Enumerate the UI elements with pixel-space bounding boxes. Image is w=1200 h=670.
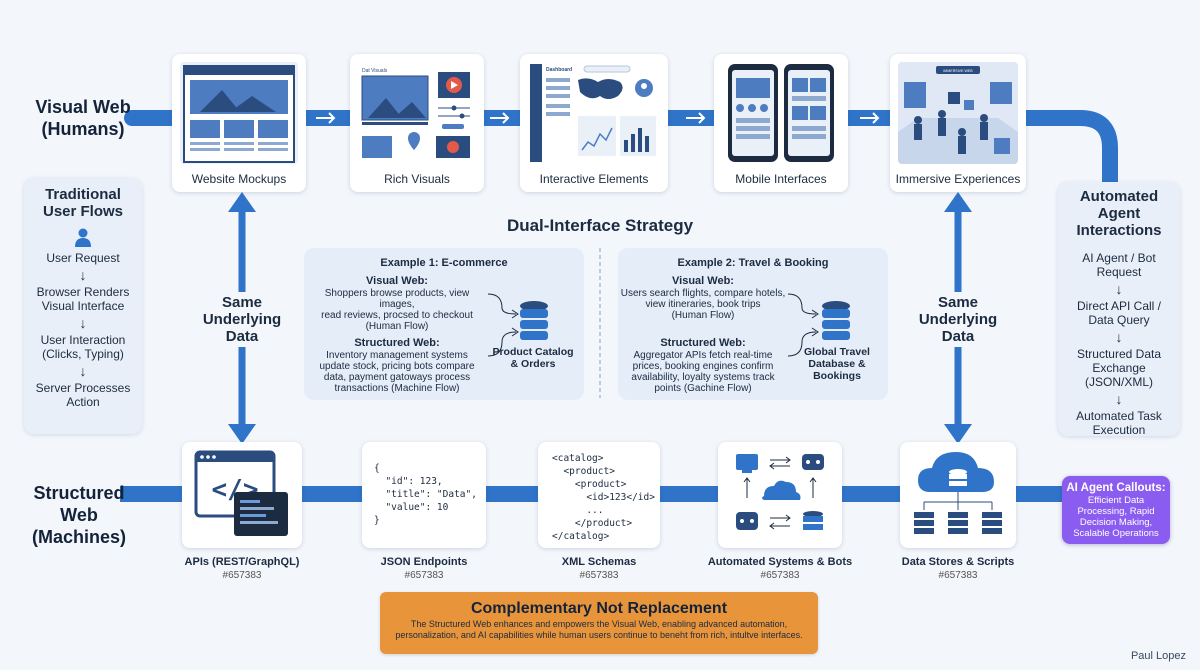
flow-step: Server Processes Action: [35, 381, 131, 409]
same-data-label-right: Same Underlying Data: [912, 292, 1004, 347]
down-arrow-icon: ↓: [1115, 391, 1123, 407]
card-caption: Interactive Elements: [539, 172, 649, 186]
example-title: Example 1: E-commerce: [380, 257, 508, 269]
callout-title: AI Agent Callouts:: [1066, 482, 1166, 494]
block-text: Aggregator APIs fetch real-time prices, …: [631, 350, 775, 394]
card-website-mockups[interactable]: Website Mockups: [172, 54, 306, 192]
immersive-illustration: IMMERSIVE WEB: [898, 62, 1018, 164]
database-label: Global Travel Database & Bookings: [804, 346, 870, 382]
card-caption: Website Mockups: [191, 172, 287, 186]
bottom-label-json: JSON Endpoints#657383: [380, 556, 468, 581]
bottom-label-xml: XML Schemas#657383: [561, 556, 637, 581]
flow-step: User Request: [46, 251, 120, 265]
flow-step: Structured Data Exchange (JSON/XML): [1076, 347, 1162, 389]
user-icon: [74, 228, 92, 248]
down-arrow-icon: ↓: [1115, 329, 1123, 345]
flow-step: Browser Renders Visual Interface: [36, 285, 130, 313]
block-text: Inventory management systems update stoc…: [319, 350, 475, 394]
automated-agent-panel: Automated Agent Interactions AI Agent / …: [1058, 182, 1180, 437]
thumb-heading: Dat Visuals: [362, 68, 388, 74]
website-mockup-illustration: [180, 62, 298, 164]
banner-title: Complementary Not Replacement: [470, 600, 728, 617]
ai-agent-callout: AI Agent Callouts: Efficient Data Proces…: [1062, 476, 1170, 544]
card-caption: Rich Visuals: [384, 172, 450, 186]
example-visual-block: Visual Web: Shoppers browse products, vi…: [306, 275, 488, 333]
flow-step: Direct API Call / Data Query: [1076, 299, 1162, 327]
structured-web-title: Structured Web (Machines): [31, 483, 127, 547]
same-data-label-left: Same Underlying Data: [196, 292, 288, 347]
mobile-illustration: [722, 62, 840, 164]
block-heading: Visual Web:: [672, 275, 734, 287]
card-interactive-elements[interactable]: Dashboard Interactive Elements: [520, 54, 668, 192]
bottom-label-apis: APIs (REST/GraphQL)#657383: [184, 556, 300, 581]
example-title: Example 2: Travel & Booking: [677, 257, 829, 269]
down-arrow-icon: ↓: [79, 267, 87, 283]
visual-web-title: Visual Web (Humans): [35, 97, 131, 139]
card-apis[interactable]: </>: [182, 442, 302, 548]
example-travel-panel: Example 2: Travel & Booking Visual Web: …: [618, 248, 888, 400]
card-caption: Immersive Experiences: [895, 172, 1021, 186]
author-signature: Paul Lopez: [1130, 650, 1186, 662]
flow-step: Automated Task Execution: [1076, 409, 1162, 437]
panel-title: Automated Agent Interactions: [1076, 188, 1162, 239]
flow-step: User Interaction (Clicks, Typing): [40, 333, 126, 361]
rich-visuals-illustration: Dat Visuals: [358, 62, 476, 164]
database-icon: [822, 301, 850, 340]
callout-text: Efficient Data Processing, Rapid Decisio…: [1073, 495, 1159, 539]
code-window-icon: </>: [194, 450, 288, 536]
card-immersive-experiences[interactable]: IMMERSIVE WEB Immersive Experiences: [890, 54, 1026, 192]
block-text: Shoppers browse products, view images, r…: [321, 288, 473, 332]
bots-network-icon: [736, 454, 824, 530]
block-heading: Structured Web:: [660, 337, 746, 349]
card-json-endpoints[interactable]: { "id": 123, "title": "Data", "value": 1…: [362, 442, 486, 548]
card-xml-schemas[interactable]: <catalog> <product> <product> <id>123</i…: [538, 442, 660, 548]
example-ecommerce-panel: Example 1: E-commerce Visual Web: Shoppe…: [304, 248, 584, 400]
connector-arrows: [787, 293, 819, 357]
connector-arrows: [487, 293, 519, 357]
flow-step: AI Agent / Bot Request: [1082, 251, 1156, 279]
example-structured-block: Structured Web: Inventory management sys…: [306, 337, 488, 395]
thumb-heading: IMMERSIVE WEB: [943, 69, 973, 73]
thumb-heading: Dashboard: [546, 67, 572, 73]
bottom-label-automated: Automated Systems & Bots#657383: [707, 556, 853, 581]
json-snippet: { "id": 123, "title": "Data", "value": 1…: [374, 463, 477, 526]
xml-snippet: <catalog> <product> <product> <id>123</i…: [552, 453, 655, 542]
traditional-user-flows-panel: Traditional User Flows User Request ↓ Br…: [24, 178, 142, 434]
down-arrow-icon: ↓: [79, 363, 87, 379]
card-caption: Mobile Interfaces: [735, 172, 827, 186]
example-structured-block: Structured Web: Aggregator APIs fetch re…: [618, 337, 788, 395]
database-icon: [520, 301, 548, 340]
cloud-database-icon: [914, 452, 1002, 534]
diagram-title: Dual-Interface Strategy: [506, 216, 694, 235]
card-automated-systems[interactable]: [718, 442, 842, 548]
block-heading: Structured Web:: [354, 337, 440, 349]
block-heading: Visual Web:: [366, 275, 428, 287]
dashboard-illustration: Dashboard: [528, 62, 660, 164]
complementary-banner: Complementary Not Replacement The Struct…: [380, 592, 818, 654]
down-arrow-icon: ↓: [1115, 281, 1123, 297]
database-label: Product Catalog & Orders: [492, 346, 574, 370]
card-rich-visuals[interactable]: Dat Visuals Rich Visuals: [350, 54, 484, 192]
card-mobile-interfaces[interactable]: Mobile Interfaces: [714, 54, 848, 192]
banner-text: The Structured Web enhances and empowers…: [395, 619, 803, 640]
panel-title: Traditional User Flows: [42, 186, 124, 220]
card-data-stores[interactable]: [900, 442, 1016, 548]
example-visual-block: Visual Web: Users search flights, compar…: [618, 275, 788, 322]
down-arrow-icon: ↓: [79, 315, 87, 331]
block-text: Users search flights, compare hotels, vi…: [620, 288, 786, 321]
bottom-label-datastores: Data Stores & Scripts#657383: [901, 556, 1015, 581]
